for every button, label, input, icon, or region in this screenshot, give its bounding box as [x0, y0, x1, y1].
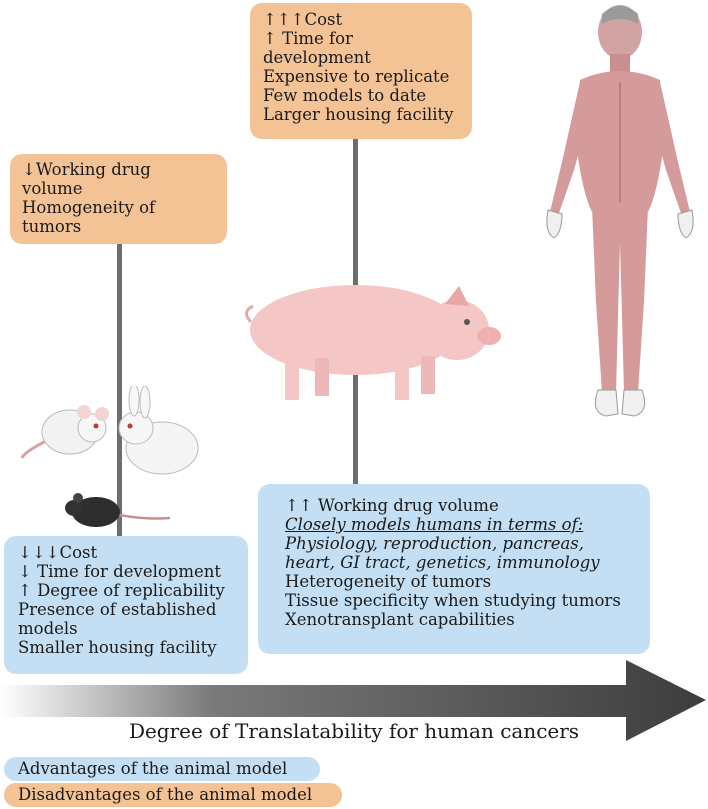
advantage-item: ↑↑ Working drug volume	[285, 496, 499, 515]
advantage-detail: Physiology, reproduction, pancreas,	[285, 534, 585, 553]
advantage-item: Tissue specificity when studying tumors	[285, 591, 621, 610]
disadvantage-item: tumors	[22, 217, 82, 236]
disadvantage-item: ↓Working drug	[22, 160, 151, 179]
advantage-item: ↑ Degree of replicability	[18, 581, 225, 600]
disadvantage-item: development	[263, 48, 371, 67]
advantage-item: Presence of established	[18, 600, 217, 619]
human-muscle-icon	[546, 5, 694, 417]
legend-disadvantages: Disadvantages of the animal model	[4, 783, 342, 807]
rabbit-icon	[118, 386, 199, 475]
large-animal-advantages-box: ↑↑ Working drug volume Closely models hu…	[258, 484, 650, 654]
advantage-item: Smaller housing facility	[18, 638, 217, 657]
disadvantage-item: Few models to date	[263, 86, 427, 105]
small-animal-disadvantages-box: ↓Working drug volume Homogeneity of tumo…	[10, 154, 227, 244]
advantage-item: ↓↓↓Cost	[18, 543, 98, 562]
disadvantage-item: ↑ Time for	[263, 29, 353, 48]
rat-icon	[20, 405, 109, 459]
advantage-item: ↓ Time for development	[18, 562, 222, 581]
advantage-item: Xenotransplant capabilities	[285, 610, 515, 629]
axis-label: Degree of Translatability for human canc…	[128, 719, 580, 743]
mouse-icon	[65, 493, 171, 527]
pig-icon	[245, 285, 501, 400]
advantage-item: Heterogeneity of tumors	[285, 572, 492, 591]
disadvantage-item: ↑↑↑Cost	[263, 10, 343, 29]
small-animal-advantages-box: ↓↓↓Cost ↓ Time for development ↑ Degree …	[4, 536, 248, 674]
disadvantage-item: Larger housing facility	[263, 105, 454, 124]
large-animal-disadvantages-box: ↑↑↑Cost ↑ Time for development Expensive…	[250, 3, 472, 139]
small-animal-stem	[117, 240, 122, 540]
advantage-detail: heart, GI tract, genetics, immunology	[285, 553, 600, 572]
advantage-subheading: Closely models humans in terms of:	[285, 515, 584, 534]
legend-advantages: Advantages of the animal model	[4, 757, 320, 781]
disadvantage-item: volume	[22, 179, 83, 198]
disadvantage-item: Homogeneity of	[22, 198, 156, 217]
advantage-item: models	[18, 619, 78, 638]
disadvantage-item: Expensive to replicate	[263, 67, 450, 86]
